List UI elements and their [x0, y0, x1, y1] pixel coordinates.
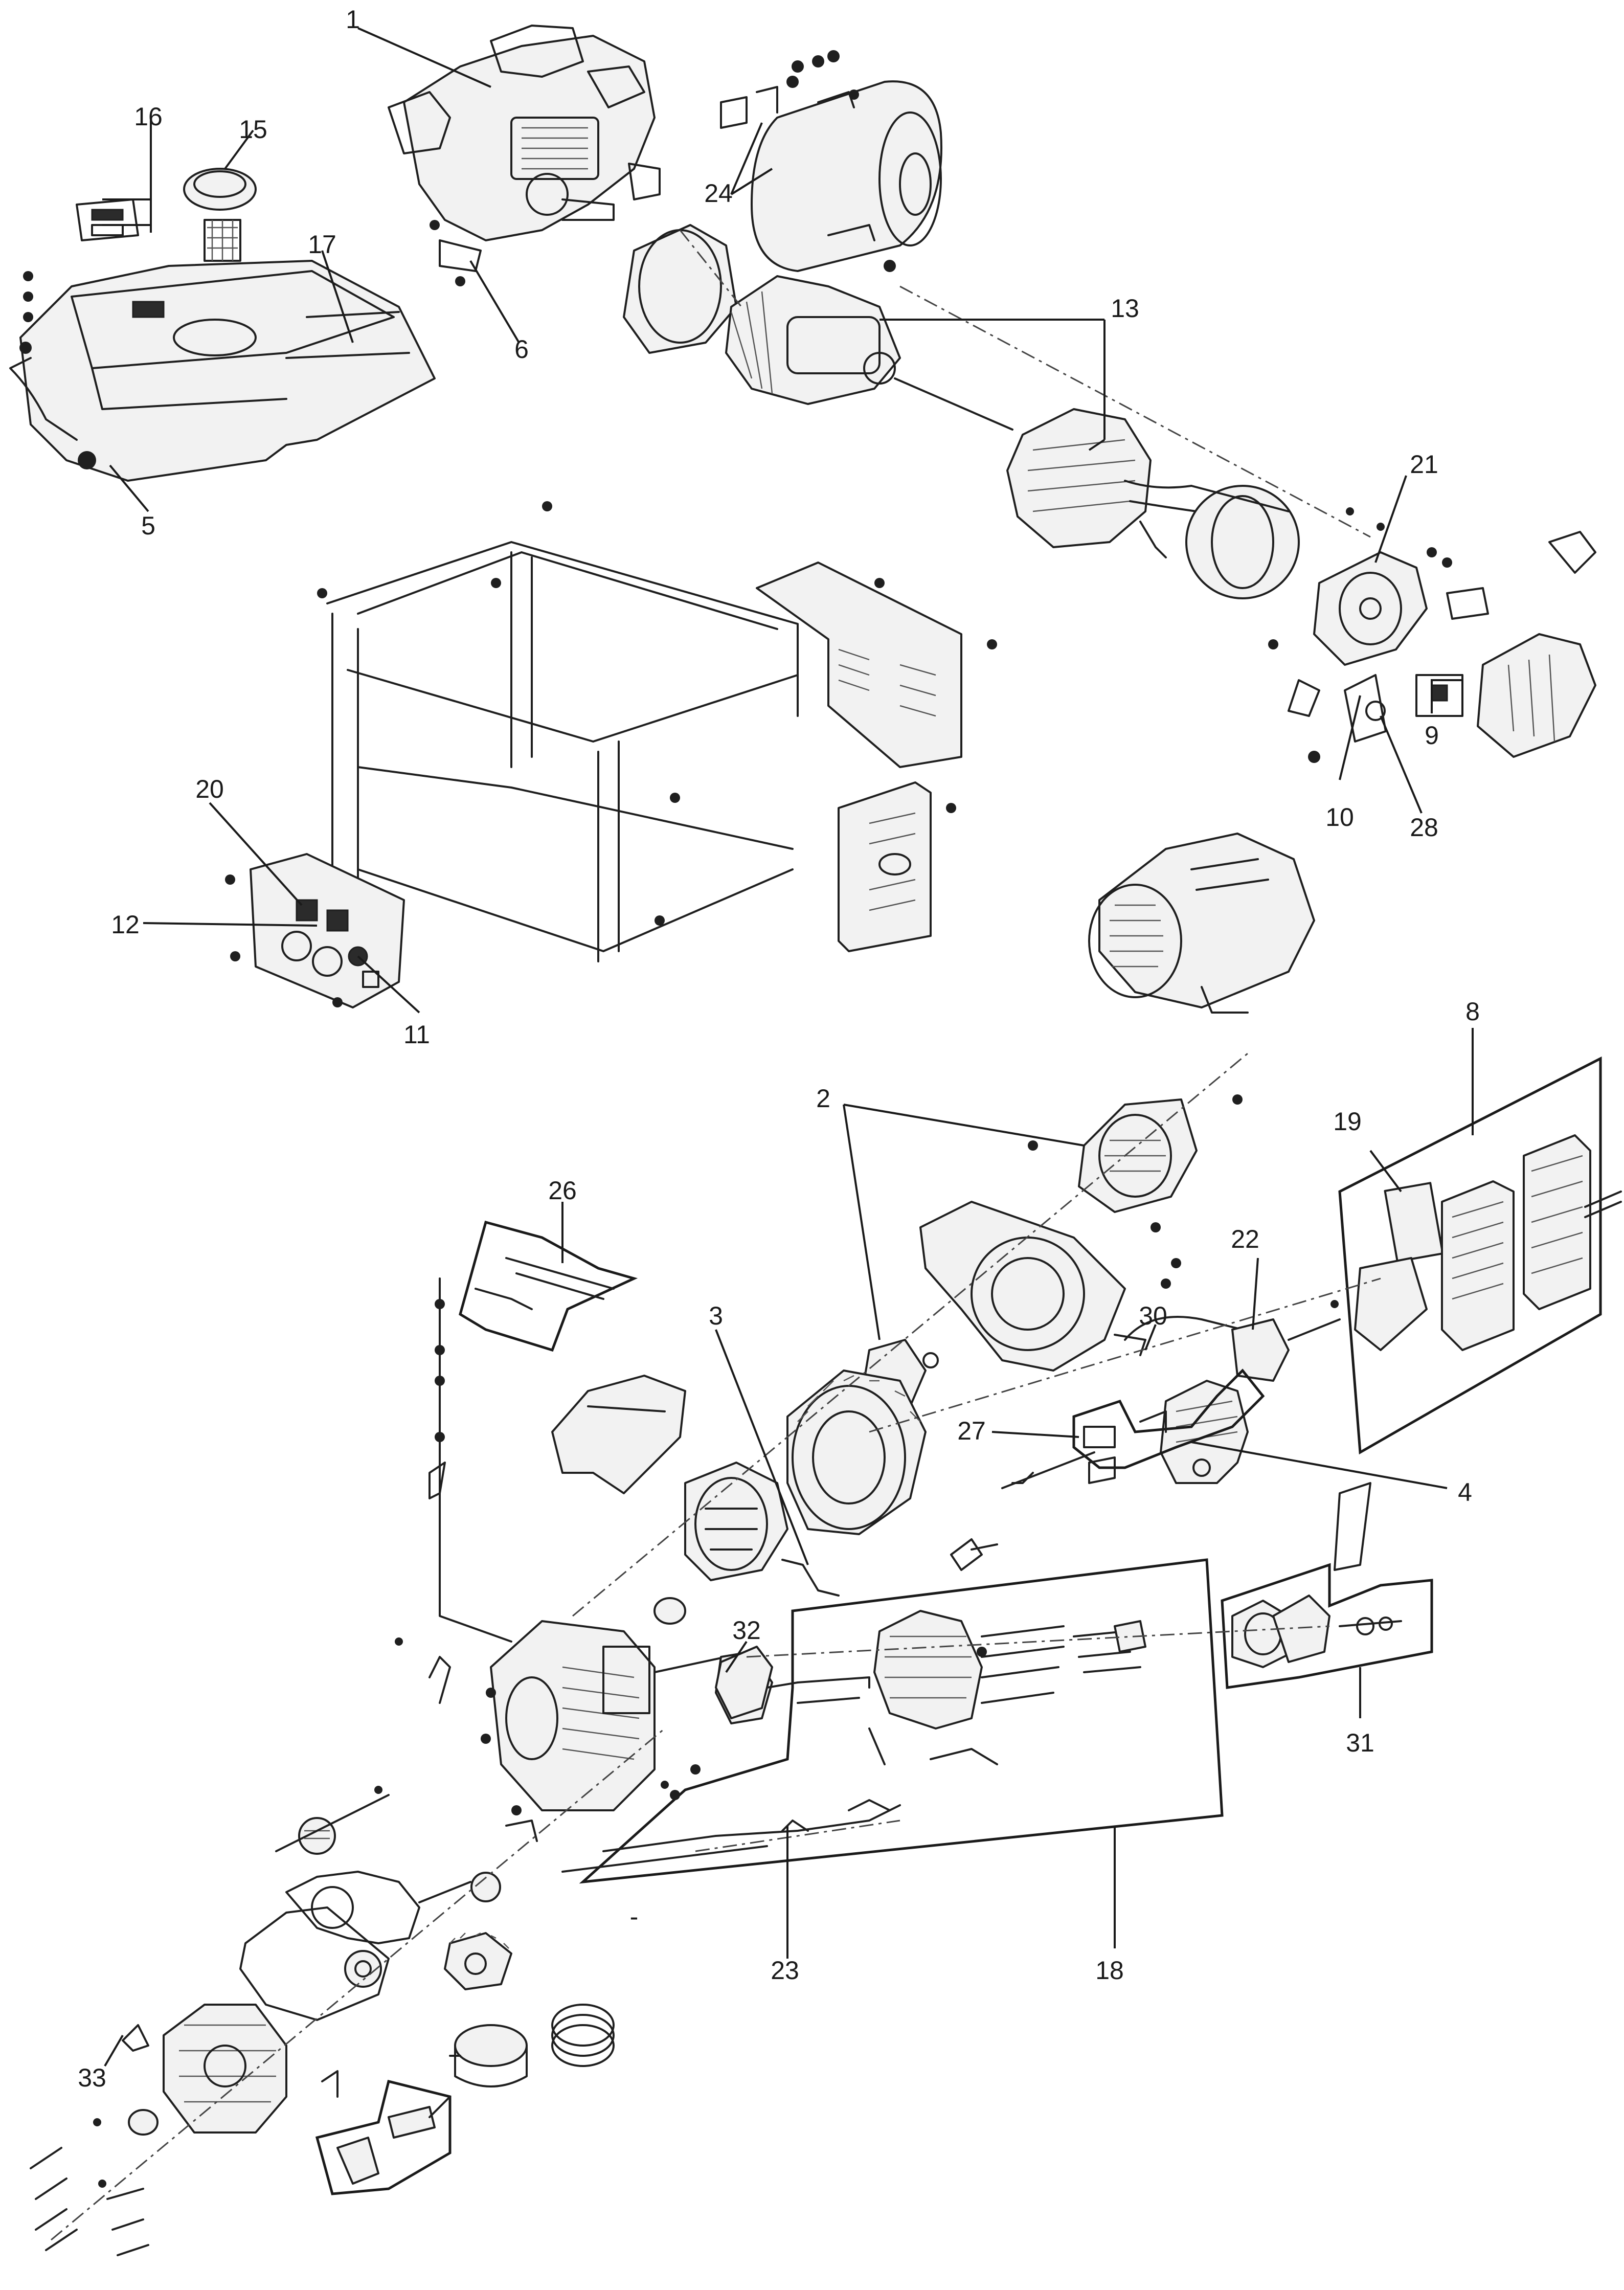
callout-11: 11 — [403, 1020, 430, 1049]
muffler-assembly — [720, 50, 942, 272]
air-intake-assembly — [1221, 1482, 1433, 1689]
callout-27: 27 — [957, 1417, 986, 1445]
callout-19: 19 — [1333, 1107, 1362, 1136]
callout-15: 15 — [239, 115, 267, 144]
center-axes — [51, 230, 1381, 2241]
gasket-and-sparkplug — [715, 1538, 998, 1719]
callout-24: 24 — [704, 179, 733, 208]
flywheel-cover-assembly — [863, 1094, 1243, 1412]
callout-10: 10 — [1325, 803, 1354, 832]
callout-2: 2 — [816, 1084, 830, 1113]
crankshaft-and-camshaft — [275, 1786, 538, 1990]
callout-16: 16 — [134, 102, 163, 131]
fuel-tank-assembly — [9, 168, 436, 482]
callout-3: 3 — [709, 1301, 723, 1330]
callout-1: 1 — [346, 5, 360, 34]
callout-9: 9 — [1425, 721, 1439, 750]
callout-13: 13 — [1111, 294, 1139, 323]
alternator-complete-view — [1088, 833, 1315, 1014]
carburetor-assembly — [1001, 1300, 1341, 1489]
choke-linkage-assembly — [428, 1220, 638, 1643]
piston-and-rod — [315, 2004, 615, 2195]
engine-assembly — [388, 25, 661, 286]
callout-8: 8 — [1465, 997, 1480, 1026]
cylinder-head-assembly — [561, 1558, 1224, 1884]
rear-bracket-assembly — [1268, 507, 1596, 763]
callout-12: 12 — [111, 910, 140, 939]
control-panel — [225, 853, 405, 1008]
callout-5: 5 — [141, 511, 155, 540]
callout-23: 23 — [771, 1956, 799, 1985]
callout-22: 22 — [1231, 1225, 1259, 1253]
callout-32: 32 — [732, 1616, 761, 1645]
engine-shroud — [551, 1375, 686, 1494]
flywheel — [653, 1369, 927, 1625]
callout-21: 21 — [1410, 450, 1438, 479]
callout-17: 17 — [308, 230, 336, 259]
callout-33: 33 — [78, 2063, 106, 2092]
callout-labels: 1 2 3 4 5 6 8 9 10 11 12 13 15 16 17 18 … — [78, 5, 1480, 2092]
air-filter-assembly — [1338, 1056, 1622, 1455]
frame-assembly — [317, 501, 997, 962]
leader-lines — [102, 27, 1474, 2067]
callout-18: 18 — [1095, 1956, 1124, 1985]
callout-28: 28 — [1410, 813, 1438, 842]
callout-30: 30 — [1139, 1301, 1167, 1330]
crankcase-cover — [30, 1906, 390, 2256]
alternator-assembly — [623, 224, 1300, 599]
stray-mark: - — [630, 1902, 639, 1931]
callout-4: 4 — [1458, 1478, 1472, 1507]
callout-6: 6 — [514, 335, 529, 364]
callout-20: 20 — [195, 775, 224, 803]
callout-26: 26 — [548, 1176, 577, 1205]
callout-31: 31 — [1346, 1728, 1374, 1757]
